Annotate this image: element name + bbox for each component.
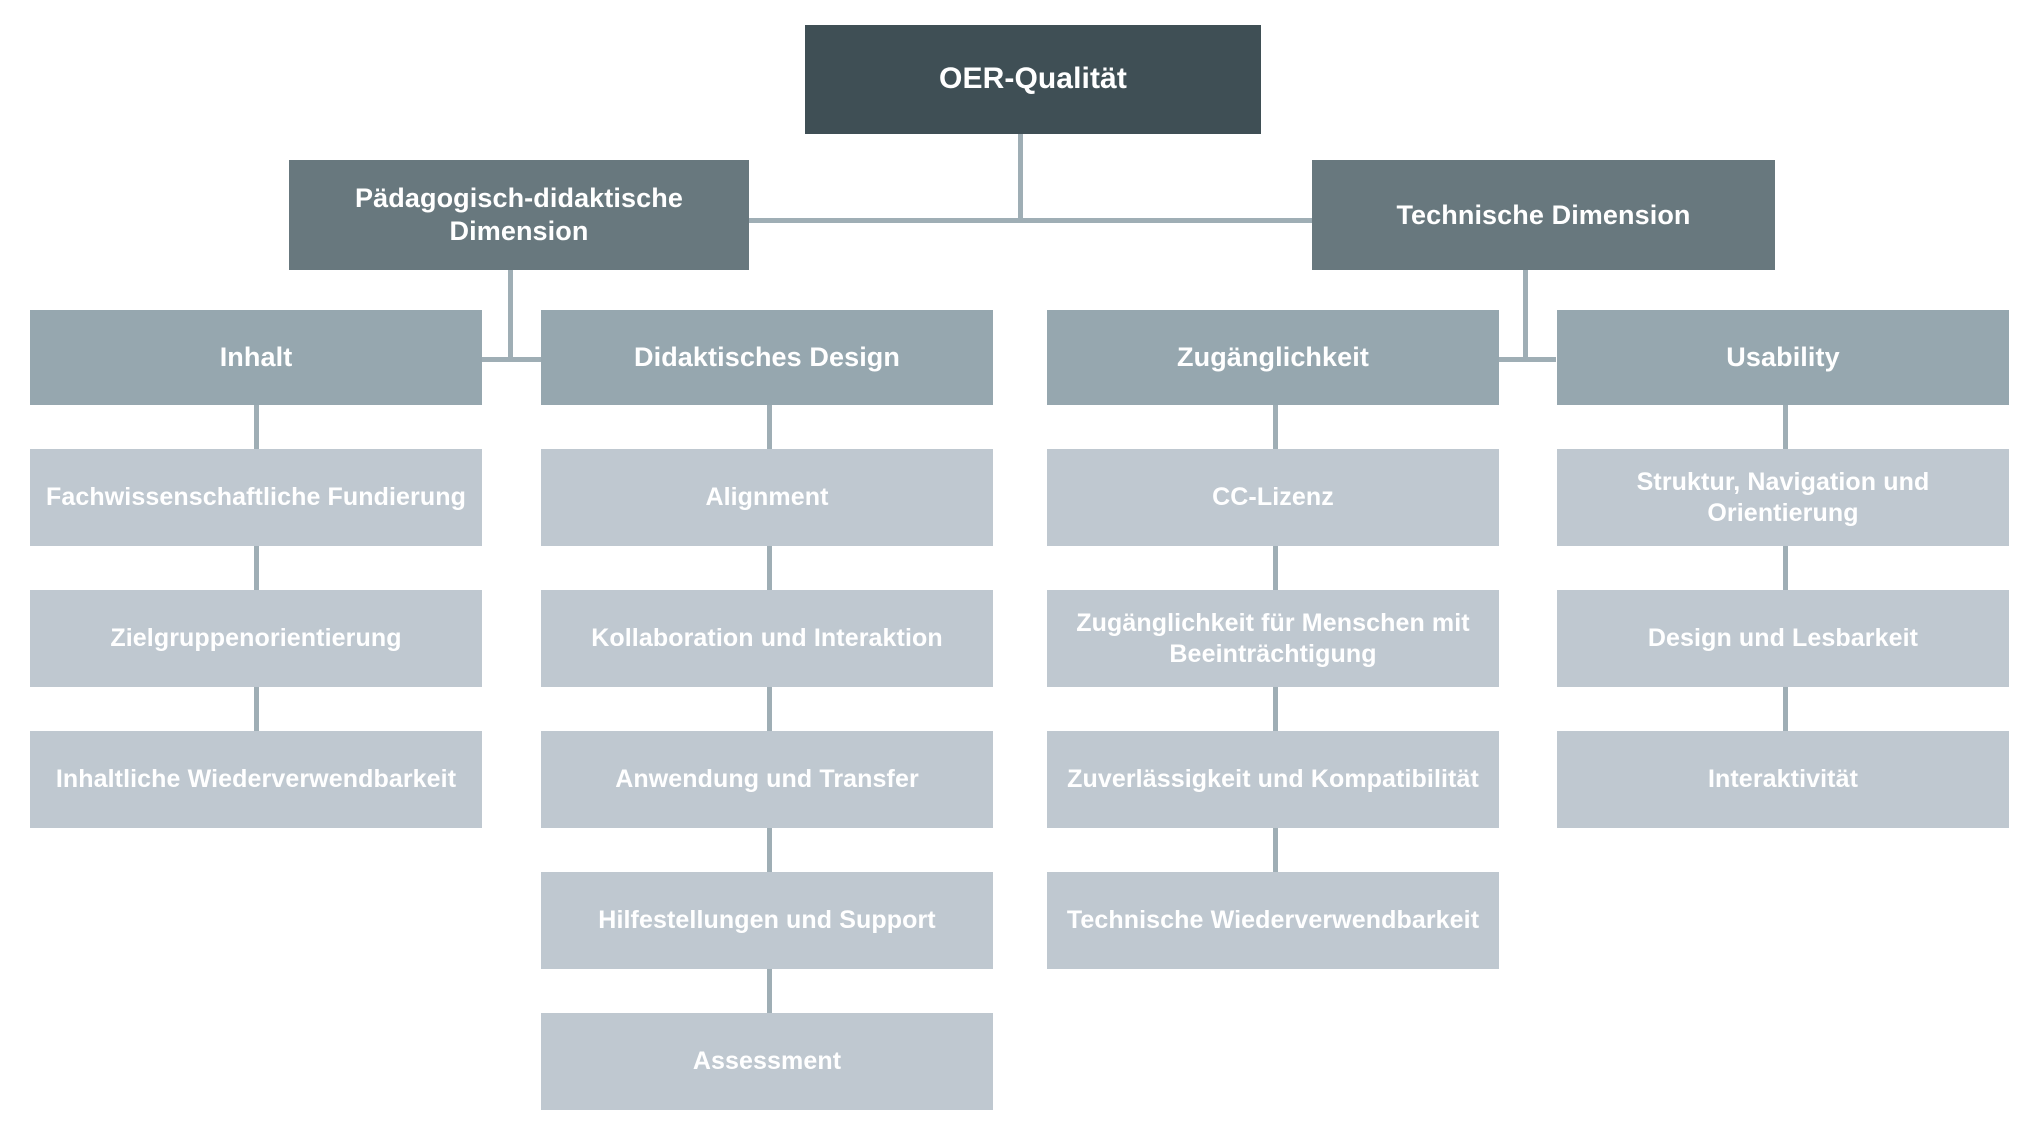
- node-label: Alignment: [705, 483, 829, 512]
- connector-cat-left-bar: [481, 357, 542, 362]
- connector-col2-seg2: [767, 546, 772, 590]
- node-criterion-zugaenglichkeit-beeintraechtigung[interactable]: Zugänglichkeit für Menschen mit Beeinträ…: [1047, 590, 1499, 687]
- node-label: Kollaboration und Interaktion: [591, 624, 943, 653]
- node-label: Technische Wiederverwendbarkeit: [1066, 906, 1480, 935]
- node-category-usability[interactable]: Usability: [1557, 310, 2009, 405]
- node-criterion-zielgruppenorientierung[interactable]: Zielgruppenorientierung: [30, 590, 482, 687]
- node-label: Usability: [1726, 342, 1840, 373]
- connector-col3-seg3: [1273, 687, 1278, 731]
- node-label: Zielgruppenorientierung: [110, 624, 402, 653]
- connector-root-down: [1018, 134, 1023, 222]
- node-label: Hilfestellungen und Support: [598, 906, 936, 935]
- connector-col2-seg3: [767, 687, 772, 731]
- node-category-didaktisches-design[interactable]: Didaktisches Design: [541, 310, 993, 405]
- connector-col1-seg1: [254, 405, 259, 449]
- node-category-inhalt[interactable]: Inhalt: [30, 310, 482, 405]
- node-criterion-assessment[interactable]: Assessment: [541, 1013, 993, 1110]
- node-criterion-design-und-lesbarkeit[interactable]: Design und Lesbarkeit: [1557, 590, 2009, 687]
- connector-col4-seg1: [1783, 405, 1788, 449]
- node-criterion-cc-lizenz[interactable]: CC-Lizenz: [1047, 449, 1499, 546]
- node-root-oer-qualitaet[interactable]: OER-Qualität: [805, 25, 1261, 134]
- connector-col2-seg5: [767, 969, 772, 1013]
- node-label: Technische Dimension: [1396, 199, 1691, 230]
- node-label: OER-Qualität: [939, 62, 1127, 96]
- node-label: Zugänglichkeit: [1177, 342, 1369, 373]
- node-category-zugaenglichkeit[interactable]: Zugänglichkeit: [1047, 310, 1499, 405]
- connector-col3-seg2: [1273, 546, 1278, 590]
- node-label: Assessment: [692, 1047, 842, 1076]
- node-dimension-technische[interactable]: Technische Dimension: [1312, 160, 1775, 270]
- node-label: Anwendung und Transfer: [615, 765, 919, 794]
- node-label: Inhaltliche Wiederverwendbarkeit: [55, 765, 457, 794]
- node-criterion-technische-wiederverwendbarkeit[interactable]: Technische Wiederverwendbarkeit: [1047, 872, 1499, 969]
- connector-cat-right-bar: [1495, 357, 1556, 362]
- node-criterion-inhaltliche-wiederverwendbarkeit[interactable]: Inhaltliche Wiederverwendbarkeit: [30, 731, 482, 828]
- connector-col4-seg2: [1783, 546, 1788, 590]
- connector-dim-left-down: [508, 270, 513, 362]
- node-criterion-interaktivitaet[interactable]: Interaktivität: [1557, 731, 2009, 828]
- connector-col3-seg4: [1273, 828, 1278, 872]
- connector-col2-seg4: [767, 828, 772, 872]
- node-label: Interaktivität: [1707, 765, 1859, 794]
- node-criterion-alignment[interactable]: Alignment: [541, 449, 993, 546]
- node-criterion-anwendung-und-transfer[interactable]: Anwendung und Transfer: [541, 731, 993, 828]
- connector-col1-seg2: [254, 546, 259, 590]
- connector-col2-seg1: [767, 405, 772, 449]
- node-label: Design und Lesbarkeit: [1647, 624, 1919, 653]
- connector-col1-seg3: [254, 687, 259, 731]
- node-criterion-fachwissenschaftliche-fundierung[interactable]: Fachwissenschaftliche Fundierung: [30, 449, 482, 546]
- connector-dimension-bar: [748, 218, 1313, 223]
- node-criterion-hilfestellungen-und-support[interactable]: Hilfestellungen und Support: [541, 872, 993, 969]
- node-label: Pädagogisch-didaktische Dimension: [355, 183, 683, 246]
- node-label: Didaktisches Design: [634, 342, 900, 373]
- node-dimension-paedagogisch-didaktisch[interactable]: Pädagogisch-didaktische Dimension: [289, 160, 749, 270]
- connector-col3-seg1: [1273, 405, 1278, 449]
- node-label: Zugänglichkeit für Menschen mit Beeinträ…: [1076, 609, 1470, 668]
- node-label: Inhalt: [219, 342, 293, 373]
- node-criterion-kollaboration-und-interaktion[interactable]: Kollaboration und Interaktion: [541, 590, 993, 687]
- node-label: Struktur, Navigation und Orientierung: [1636, 468, 1930, 527]
- node-criterion-struktur-navigation-orientierung[interactable]: Struktur, Navigation und Orientierung: [1557, 449, 2009, 546]
- connector-dim-right-down: [1523, 270, 1528, 362]
- node-criterion-zuverlaessigkeit-und-kompatibilitaet[interactable]: Zuverlässigkeit und Kompatibilität: [1047, 731, 1499, 828]
- node-label: Zuverlässigkeit und Kompatibilität: [1067, 765, 1479, 794]
- node-label: Fachwissenschaftliche Fundierung: [46, 483, 466, 512]
- node-label: CC-Lizenz: [1212, 483, 1334, 512]
- connector-col4-seg3: [1783, 687, 1788, 731]
